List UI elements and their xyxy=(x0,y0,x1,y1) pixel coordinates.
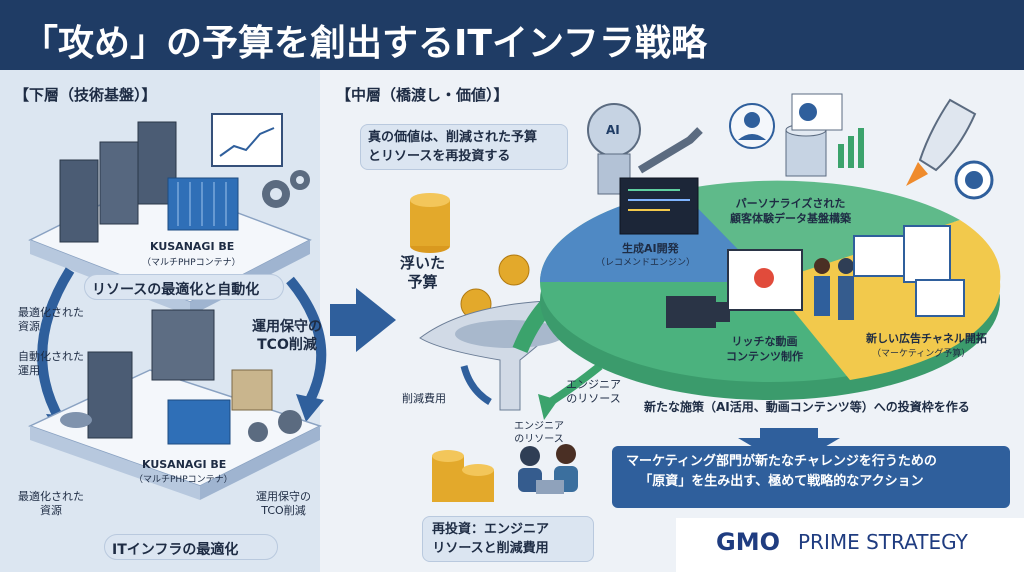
cycle-arrow-left xyxy=(37,267,75,423)
reinvest-pill xyxy=(422,516,594,562)
header-bar xyxy=(0,0,1024,70)
coin-stack-icon xyxy=(410,193,450,253)
ad-screens-icon xyxy=(853,225,965,317)
rocket-icon xyxy=(906,98,977,186)
side-label-optimized: 最適化された 資源 xyxy=(18,306,84,333)
left-section-title: 【下層（技術基盤）】 xyxy=(14,86,157,104)
bottom-product-sub: （マルチPHPコンテナ） xyxy=(134,475,233,485)
segment-video-label: リッチな動画 コンテンツ制作 xyxy=(726,335,803,363)
conclusion-text: マーケティング部門が新たなチャレンジを行うための 「原資」を生み出す、極めて戦略… xyxy=(626,454,937,489)
value-note: 真の価値は、削減された予算 とリソースを再投資する xyxy=(368,130,538,164)
user-icon xyxy=(729,103,775,149)
container-icon xyxy=(167,177,239,231)
side-label-automated: 自動化された 運用 xyxy=(18,350,84,377)
code-screen-icon xyxy=(619,177,699,235)
footer-caption: ITインフラの最適化 xyxy=(112,542,239,558)
reinvest-caption: 再投資：エンジニア リソースと削減費用 xyxy=(432,522,550,556)
server-rack-icon xyxy=(59,121,177,243)
segment-ai-label: 生成AI開発 xyxy=(622,242,679,255)
transfer-arrow xyxy=(330,288,396,352)
video-screen-icon xyxy=(727,249,803,311)
engineers-icon xyxy=(518,444,578,494)
video-camera-icon xyxy=(666,296,730,328)
blue-arrow-down xyxy=(460,365,492,406)
target-icon xyxy=(954,160,994,200)
bottom-right-label: 運用保守の TCO削減 xyxy=(256,490,311,517)
value-note-pill xyxy=(360,124,568,170)
engineer-resource-left: エンジニア のリソース xyxy=(514,421,564,445)
floating-budget-label: 浮いた 予算 xyxy=(400,254,446,291)
dashboard-chart-icon xyxy=(211,113,283,167)
cycle-label: 運用保守の TCO削減 xyxy=(252,319,322,353)
middle-section-title: 【中層（橋渡し・価値）】 xyxy=(336,86,509,104)
segment-data-label: パーソナライズされた 顧客体験データ基盤構築 xyxy=(730,197,851,225)
brand-logo xyxy=(676,518,1024,572)
top-product-sub: （マルチPHPコンテナ） xyxy=(142,258,241,268)
top-caption-pill xyxy=(84,274,284,300)
segment-ai-sub: （レコメンドエンジン） xyxy=(596,258,696,268)
pie-chart-icon xyxy=(791,93,843,131)
bottom-product-name: KUSANAGI BE xyxy=(142,458,227,471)
footer-caption-pill xyxy=(104,534,278,560)
segment-ad-sub: （マーケティング予算） xyxy=(872,349,971,359)
reduced-cost-label: 削減費用 xyxy=(402,392,446,405)
logo-secondary: PRIME STRATEGY xyxy=(798,530,968,554)
ai-robot-icon xyxy=(587,103,703,195)
logo-primary: GMO xyxy=(716,528,780,556)
investment-frame: 新たな施策（AI活用、動画コンテンツ等）への投資枠を作る xyxy=(644,400,970,414)
cycle-arrow-right xyxy=(286,276,327,403)
presenters-icon xyxy=(814,258,854,320)
bar-chart-icon xyxy=(838,128,864,168)
top-caption: リソースの最適化と自動化 xyxy=(92,282,260,298)
coin-stack-bottom-icon xyxy=(432,450,494,502)
database-icon xyxy=(785,123,827,177)
ai-badge: AI xyxy=(606,123,620,137)
segment-ad-label: 新しい広告チャネル開拓 xyxy=(866,332,987,345)
gear-icon xyxy=(262,170,310,208)
page-title: 「攻め」の予算を創出するITインフラ戦略 xyxy=(22,23,707,64)
bottom-platform xyxy=(28,309,322,500)
top-product-name: KUSANAGI BE xyxy=(150,240,235,253)
conclusion-box xyxy=(612,446,1010,508)
bottom-left-label: 最適化された 資源 xyxy=(18,490,84,517)
engineer-resource-right: エンジニア のリソース xyxy=(566,378,621,405)
